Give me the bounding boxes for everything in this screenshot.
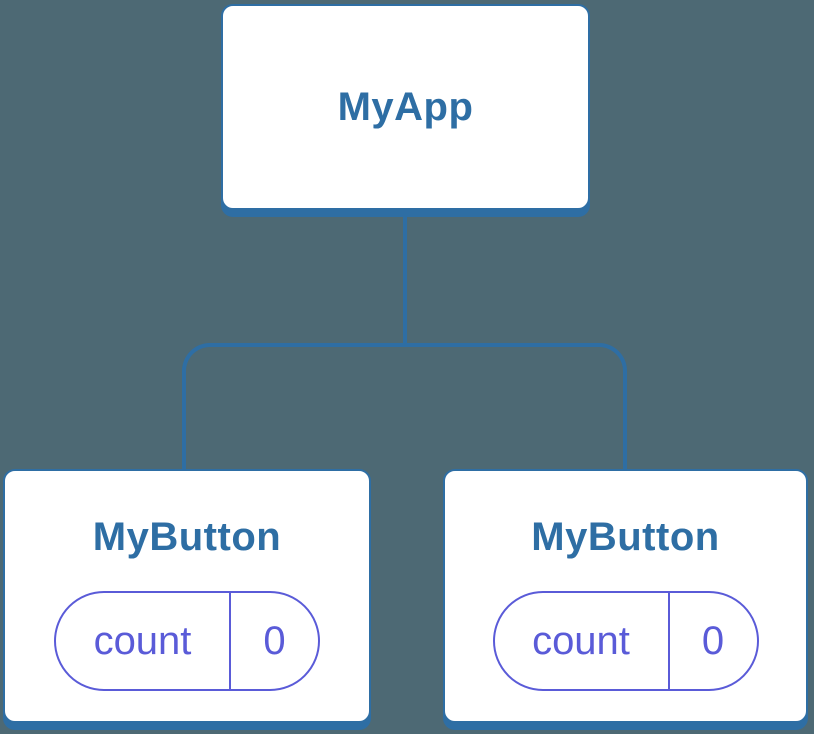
node-myapp: MyApp <box>221 4 590 210</box>
state-pill-right: count 0 <box>492 591 759 691</box>
node-mybutton-left-label: MyButton <box>92 515 282 559</box>
connector-stem <box>403 213 407 345</box>
state-value-left: 0 <box>263 618 286 663</box>
node-myapp-label: MyApp <box>337 84 474 129</box>
node-mybutton-right: MyButton count 0 <box>443 469 808 723</box>
connector-branch <box>182 343 627 469</box>
state-key-right: count <box>495 593 670 689</box>
state-key-left: count <box>56 593 231 689</box>
node-mybutton-right-label: MyButton <box>531 515 720 559</box>
state-value-right: 0 <box>701 618 725 663</box>
node-mybutton-left: MyButton count 0 <box>3 469 371 723</box>
state-pill-left: count 0 <box>54 591 320 691</box>
